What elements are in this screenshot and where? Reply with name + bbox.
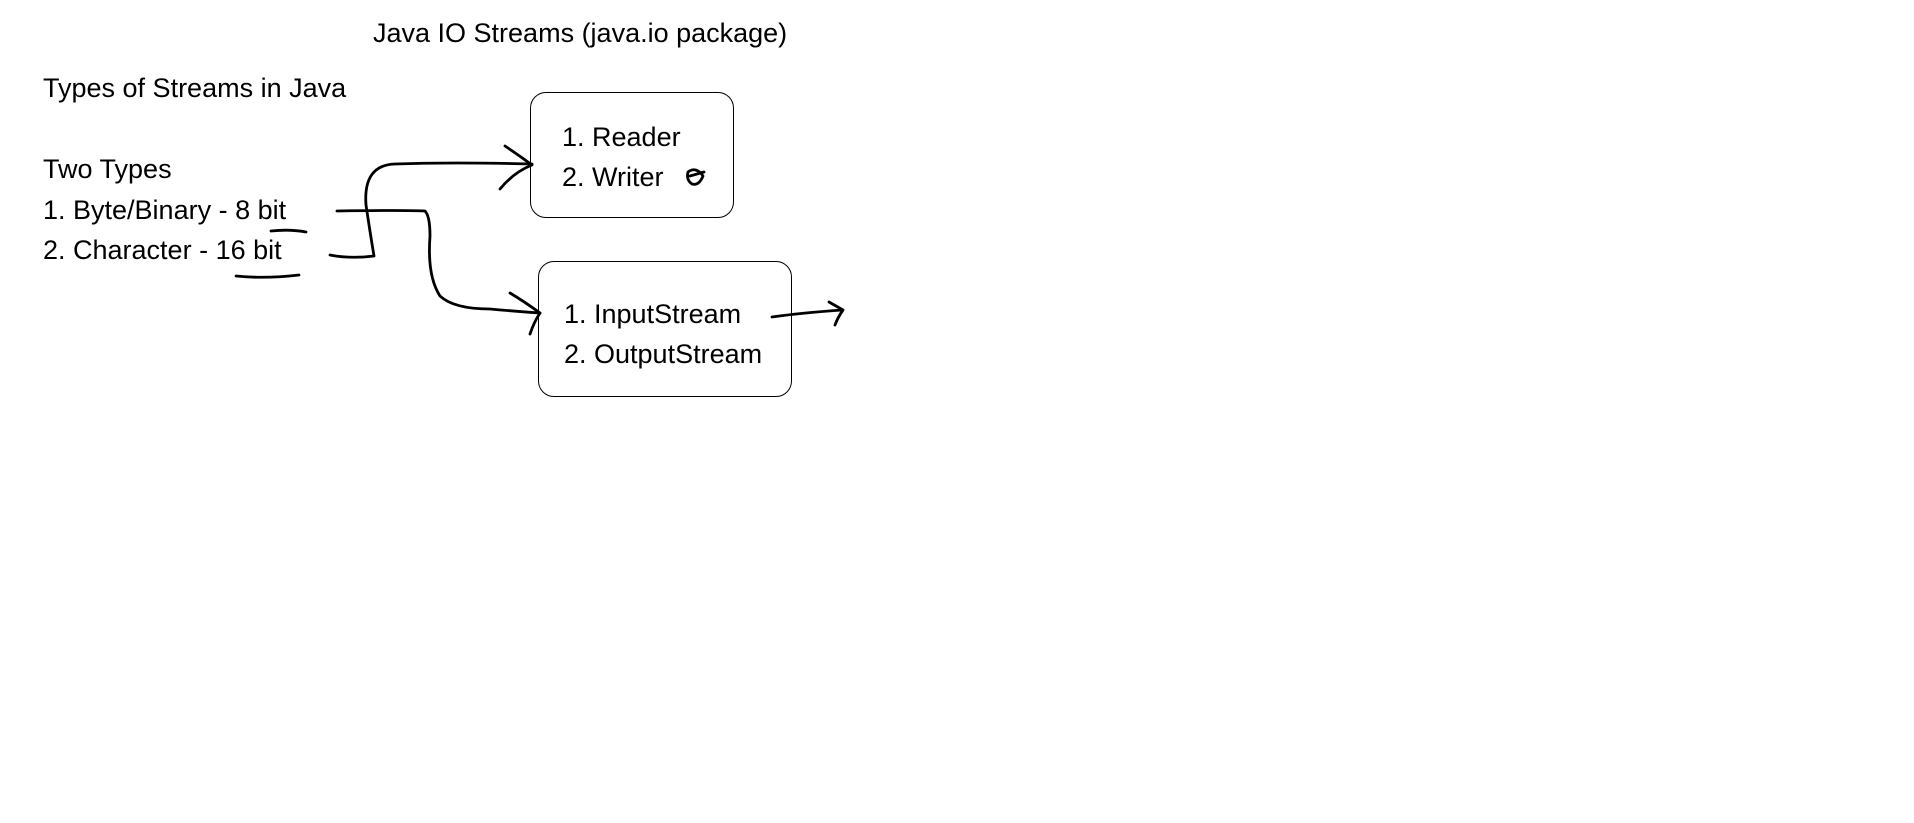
types-heading: Two Types xyxy=(43,154,172,184)
byte-type-size: 8 bit xyxy=(235,195,287,225)
section-heading: Types of Streams in Java xyxy=(43,73,347,103)
byte-streams-box: 1. InputStream 2. OutputStream xyxy=(538,261,792,397)
arrowhead-inputstream xyxy=(508,291,542,336)
character-streams-box: 1. Reader 2. Writer xyxy=(530,92,734,218)
character-type-size: 16 bit xyxy=(215,235,282,265)
character-type-label: 2. Character - xyxy=(43,235,216,265)
diagram-title: Java IO Streams (java.io package) xyxy=(373,18,788,48)
outputstream-item: 2. OutputStream xyxy=(564,339,763,369)
character-type-line: 2. Character - 16 bit xyxy=(43,230,282,270)
arrow-byte-to-inputstream xyxy=(335,209,542,315)
writer-item: 2. Writer xyxy=(562,162,664,192)
arrowhead-reader-writer xyxy=(498,144,534,191)
reader-item: 1. Reader xyxy=(562,122,681,152)
underline-16-bit xyxy=(234,273,301,279)
arrow-character-to-reader-writer xyxy=(328,161,534,259)
arrowhead-inputstream-onward xyxy=(827,300,845,327)
inputstream-item: 1. InputStream xyxy=(564,299,742,329)
byte-type-line: 1. Byte/Binary - 8 bit xyxy=(43,190,286,230)
byte-type-label: 1. Byte/Binary - xyxy=(43,195,236,225)
